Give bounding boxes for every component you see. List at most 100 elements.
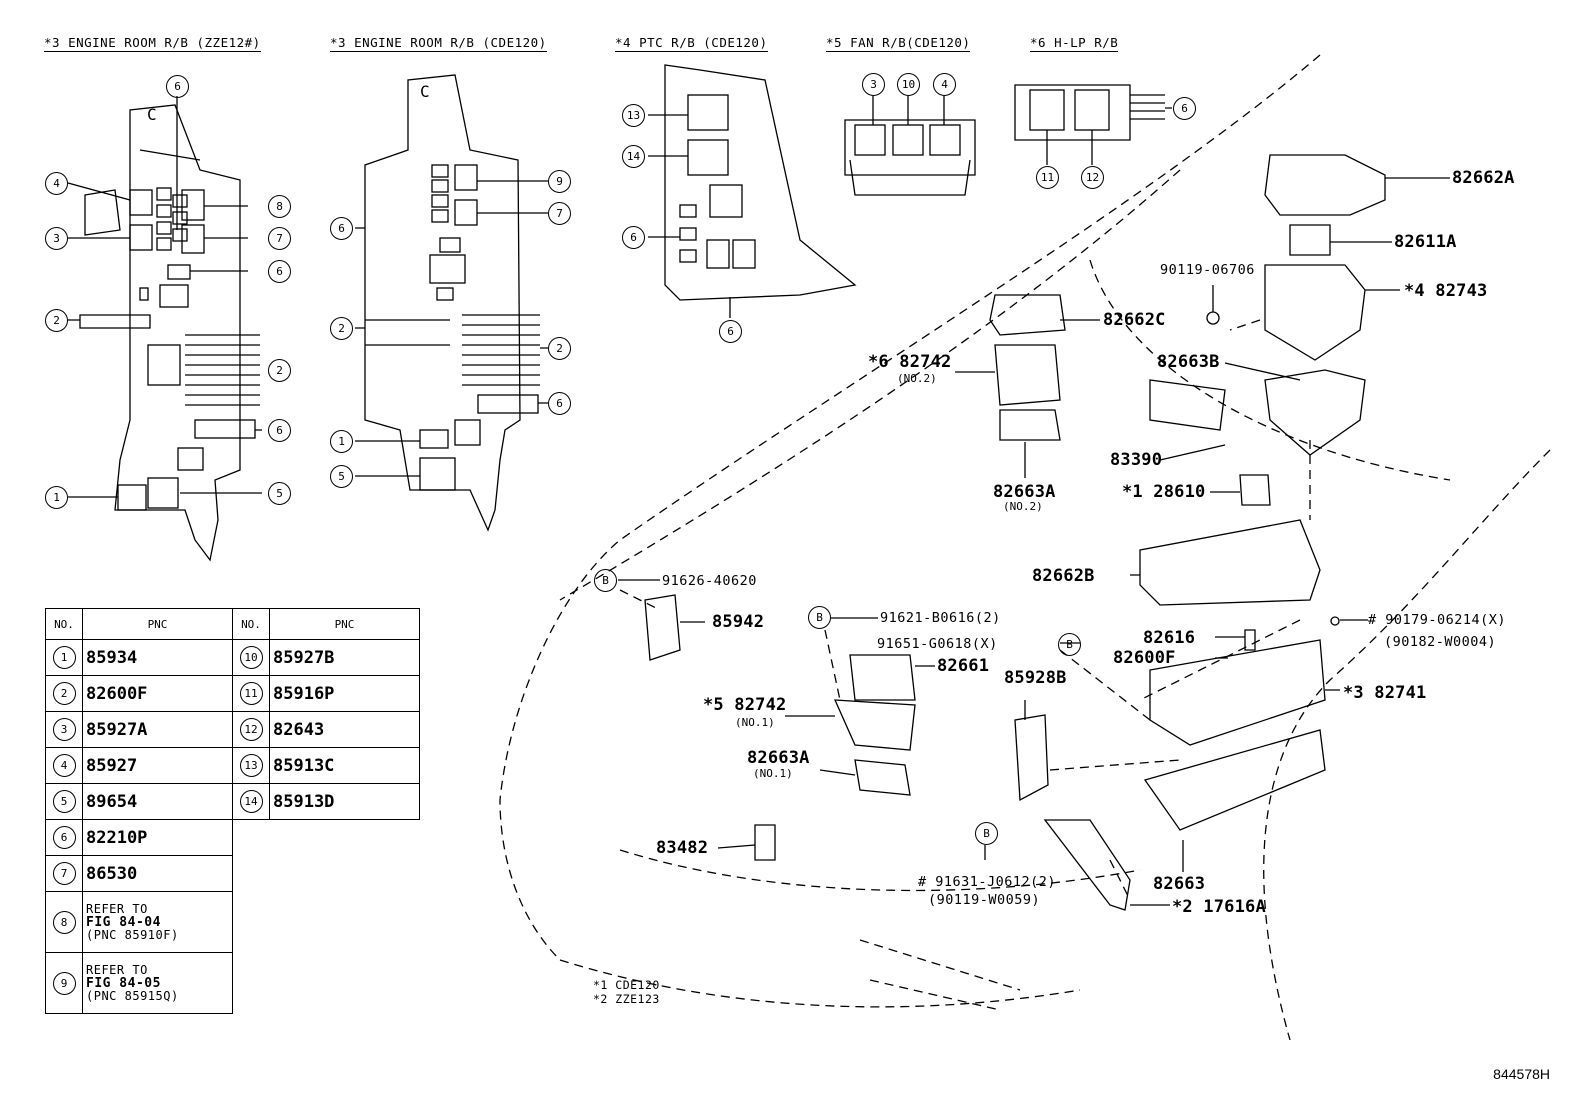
relay-block-mark-2: C <box>420 82 431 101</box>
row-number: 4 <box>52 754 76 777</box>
footnote-1: *1 CDE120 <box>593 978 660 992</box>
vehicle-outline <box>499 54 1551 1041</box>
part-83390-shape <box>1149 379 1226 431</box>
part-label-82663A-no1: 82663A <box>747 748 810 768</box>
bolt-mark-b: B <box>1058 633 1081 656</box>
row-number: 1 <box>52 646 76 669</box>
callout-6: 6 <box>622 226 645 249</box>
row-number: 12 <box>239 718 263 741</box>
part-sublabel-82663A-no1: (NO.1) <box>753 767 793 780</box>
row-number: 6 <box>52 826 76 849</box>
callout-7: 7 <box>548 202 571 225</box>
part-sublabel-82742-no2: (NO.2) <box>897 372 937 385</box>
part-82616-shape <box>1244 629 1256 651</box>
table-row: 4 85927 13 85913C <box>45 747 420 784</box>
table-row: 7 86530 <box>45 855 420 892</box>
part-label-82663: 82663 <box>1153 874 1206 894</box>
callout-3: 3 <box>45 227 68 250</box>
row-number: 13 <box>239 754 263 777</box>
relay-block-mark-1: C <box>147 105 158 124</box>
callout-6: 6 <box>1173 97 1196 120</box>
table-row: 3 85927A 12 82643 <box>45 711 420 748</box>
callout-2: 2 <box>45 309 68 332</box>
part-82743-shape <box>1264 264 1366 361</box>
callout-11: 11 <box>1036 166 1059 189</box>
row-number: 2 <box>52 682 76 705</box>
callout-12: 12 <box>1081 166 1104 189</box>
part-label-90182-W0004: (90182-W0004) <box>1384 634 1497 650</box>
ref-line: REFER TO <box>86 901 148 916</box>
part-label-85928B: 85928B <box>1004 668 1067 688</box>
part-label-91626-40620: 91626-40620 <box>662 573 757 589</box>
part-label-82663A-no2: 82663A <box>993 482 1056 502</box>
part-82663B-shape <box>1264 369 1366 456</box>
pnc-value: 85913D <box>269 783 420 820</box>
part-label-82611A: 82611A <box>1394 232 1457 252</box>
bolt-mark-b: B <box>594 569 617 592</box>
part-label-82662C: 82662C <box>1103 310 1166 330</box>
callout-4: 4 <box>933 73 956 96</box>
pnc-value: 85927 <box>82 747 233 784</box>
part-label-91651-G0618: 91651-G0618(X) <box>877 636 998 652</box>
col-no-header: NO. <box>45 608 83 640</box>
ref-line: FIG 84-05 <box>86 975 161 991</box>
part-label-82661: 82661 <box>937 656 990 676</box>
fan-rb-drawing <box>844 119 976 196</box>
table-row: 8 REFER TO FIG 84-04 (PNC 85910F) <box>45 891 420 953</box>
row-number: 9 <box>52 971 76 995</box>
part-sublabel-82663A-no2: (NO.2) <box>1003 500 1043 513</box>
callout-6: 6 <box>268 419 291 442</box>
row-number: 10 <box>239 646 263 669</box>
part-label-90119-W0059: (90119-W0059) <box>928 892 1041 908</box>
part-label-82662A: 82662A <box>1452 168 1515 188</box>
part-82611A-shape <box>1289 224 1331 256</box>
header-hlp-rb: *6 H-LP R/B <box>1030 35 1119 52</box>
row-number: 7 <box>52 862 76 885</box>
part-label-28610: *1 28610 <box>1122 482 1206 502</box>
footnote-2: *2 ZZE123 <box>593 992 660 1006</box>
part-85942-shape <box>644 594 681 661</box>
pnc-value: 82210P <box>82 819 233 856</box>
part-label-83390: 83390 <box>1110 450 1163 470</box>
part-82742-no1-shape <box>833 699 916 751</box>
bolt-90119-06706 <box>1206 311 1220 325</box>
callout-6: 6 <box>548 392 571 415</box>
part-82662B-shape <box>1139 519 1321 606</box>
callout-10: 10 <box>897 73 920 96</box>
ref-line: (PNC 85915Q) <box>86 988 179 1003</box>
row-number: 14 <box>239 790 263 813</box>
table-row: 5 89654 14 85913D <box>45 783 420 820</box>
row-number: 8 <box>52 910 76 934</box>
part-82741-shape <box>1149 639 1326 746</box>
part-17616A-shape <box>1043 819 1131 911</box>
pnc-value: 85934 <box>82 639 233 676</box>
col-no-header: NO. <box>232 608 270 640</box>
pnc-reference: REFER TO FIG 84-05 (PNC 85915Q) <box>82 952 233 1014</box>
part-label-82663B: 82663B <box>1157 352 1220 372</box>
engine-room-rb-cde120-drawing <box>364 74 540 532</box>
callout-2: 2 <box>548 337 571 360</box>
pnc-value: 85913C <box>269 747 420 784</box>
callout-6: 6 <box>719 320 742 343</box>
pnc-value: 85927B <box>269 639 420 676</box>
pnc-value: 89654 <box>82 783 233 820</box>
part-label-85942: 85942 <box>712 612 765 632</box>
part-label-82662B: 82662B <box>1032 566 1095 586</box>
ref-line: FIG 84-04 <box>86 914 161 930</box>
part-label-17616A: *2 17616A <box>1172 897 1266 917</box>
part-82663A-no1-shape <box>854 759 911 796</box>
header-engine-room-cde120: *3 ENGINE ROOM R/B (CDE120) <box>330 35 547 52</box>
part-label-82742-no2: *6 82742 <box>868 352 952 372</box>
callout-6: 6 <box>268 260 291 283</box>
part-label-90179-06214: # 90179-06214(X) <box>1368 612 1507 628</box>
ref-line: (PNC 85910F) <box>86 927 179 942</box>
part-label-82741: *3 82741 <box>1343 683 1427 703</box>
part-label-82743: *4 82743 <box>1404 281 1488 301</box>
callout-6: 6 <box>330 217 353 240</box>
col-pnc-header: PNC <box>82 608 233 640</box>
part-82662C-shape <box>989 294 1066 336</box>
part-label-91621-B0616: 91621-B0616(2) <box>880 610 1001 626</box>
row-number: 5 <box>52 790 76 813</box>
pnc-value: 82643 <box>269 711 420 748</box>
hlp-rb-drawing <box>1014 84 1165 141</box>
